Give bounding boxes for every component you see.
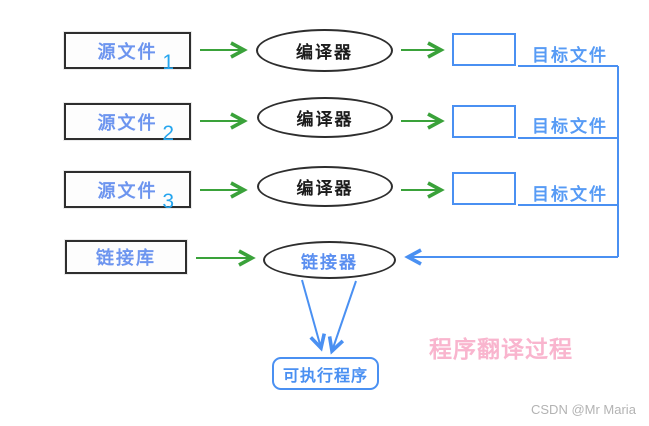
source-file-number: 3 <box>162 190 174 213</box>
executable-program-label: 可执行程序 <box>282 367 368 385</box>
diagram-title: 程序翻译过程 <box>429 336 573 362</box>
source-file-number: 1 <box>162 51 174 74</box>
compiler-label: 编译器 <box>296 179 354 198</box>
executable-program-box: 可执行程序 <box>272 357 379 390</box>
source-file-box-3: 源文件 3 <box>64 171 191 213</box>
source-file-box-1: 源文件 1 <box>64 32 191 74</box>
compiler-ellipse-2: 编译器 <box>257 97 393 138</box>
linker-ellipse: 链接器 <box>263 241 396 279</box>
source-file-label: 源文件 <box>97 180 158 201</box>
watermark-text: CSDN @Mr Maria <box>531 402 636 417</box>
linker-label: 链接器 <box>301 252 358 272</box>
object-file-label-1: 目标文件 <box>532 46 608 65</box>
link-library-label: 链接库 <box>96 248 156 268</box>
compiler-ellipse-3: 编译器 <box>257 166 393 207</box>
compiler-ellipse-1: 编译器 <box>256 29 393 72</box>
compiler-label: 编译器 <box>296 110 354 129</box>
object-file-label-3: 目标文件 <box>532 185 608 204</box>
arrow-linker-to-executable-right <box>327 280 357 355</box>
link-library-box: 链接库 <box>65 240 187 274</box>
source-file-number: 2 <box>162 122 174 145</box>
compiler-label: 编译器 <box>296 43 353 62</box>
object-file-label-2: 目标文件 <box>532 117 608 136</box>
source-file-box-2: 源文件 2 <box>64 103 191 145</box>
green-flow-arrows <box>196 41 445 267</box>
object-file-box-2 <box>452 105 516 138</box>
object-file-box-1 <box>452 33 516 66</box>
object-file-box-3 <box>452 172 516 205</box>
source-file-label: 源文件 <box>97 112 158 133</box>
arrow-linker-to-executable-left <box>301 279 326 352</box>
source-file-label: 源文件 <box>97 41 158 62</box>
